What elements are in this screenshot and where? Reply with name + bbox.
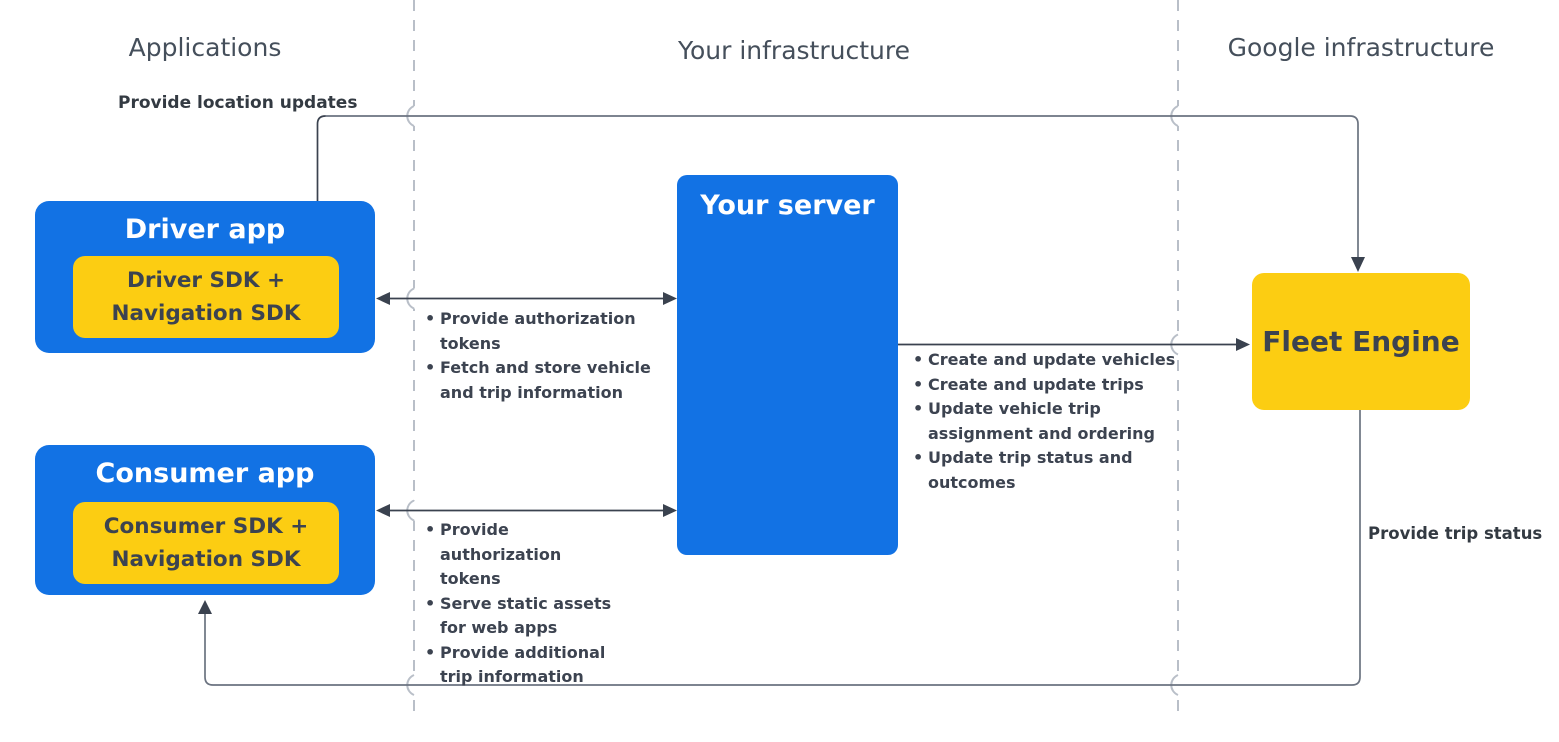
- bullet-item: Fetch and store vehicle and trip informa…: [425, 356, 653, 405]
- driver-sdk-node: Driver SDK + Navigation SDK: [73, 256, 339, 338]
- consumer-app-title: Consumer app: [95, 458, 315, 489]
- edge-server-fleet: [898, 338, 1250, 351]
- label-provide-trip-status: Provide trip status: [1368, 524, 1543, 543]
- edge-consumer-server: [376, 504, 677, 517]
- bullet-item: Update vehicle trip assignment and order…: [913, 397, 1181, 446]
- arrowhead-right-icon: [663, 292, 677, 305]
- driver-app-title: Driver app: [124, 214, 286, 245]
- column-header-applications: Applications: [128, 33, 282, 62]
- column-header-your-infrastructure: Your infrastructure: [678, 36, 910, 65]
- arrowhead-left-icon: [376, 292, 390, 305]
- bullet-item: Provide authorization tokens: [425, 518, 621, 592]
- bullet-item: Update trip status and outcomes: [913, 446, 1181, 495]
- driver-sdk-label: Driver SDK + Navigation SDK: [111, 268, 301, 326]
- fleet-engine-title: Fleet Engine: [1262, 325, 1460, 358]
- fleet-engine-node: Fleet Engine: [1252, 273, 1470, 410]
- consumer-server-bullet-list: Provide authorization tokensServe static…: [425, 518, 621, 690]
- your-server-title: Your server: [700, 190, 875, 221]
- arrowhead-left-icon: [376, 504, 390, 517]
- driver-server-bullet-list: Provide authorization tokensFetch and st…: [425, 307, 653, 405]
- driver-app-node: Driver app Driver SDK + Navigation SDK: [35, 201, 375, 353]
- bullet-item: Create and update vehicles: [913, 348, 1181, 373]
- edge-driver-server: [376, 292, 677, 305]
- label-provide-location-updates: Provide location updates: [118, 93, 358, 113]
- consumer-sdk-label: Consumer SDK + Navigation SDK: [103, 514, 309, 572]
- arrowhead-right-icon: [1236, 338, 1250, 351]
- column-header-google-infrastructure: Google infrastructure: [1227, 33, 1495, 62]
- arrowhead-down-icon: [1351, 257, 1365, 272]
- server-fleet-bullet-list: Create and update vehiclesCreate and upd…: [913, 348, 1181, 495]
- bullet-item: Serve static assets for web apps: [425, 592, 621, 641]
- edge-provide-location-updates: [316, 115, 1365, 272]
- arrowhead-up-icon: [198, 600, 212, 614]
- consumer-sdk-node: Consumer SDK + Navigation SDK: [73, 502, 339, 584]
- consumer-app-node: Consumer app Consumer SDK + Navigation S…: [35, 445, 375, 595]
- arrowhead-right-icon: [663, 504, 677, 517]
- bullet-item: Provide authorization tokens: [425, 307, 653, 356]
- your-server-node: Your server: [677, 175, 898, 555]
- bullet-item: Provide additional trip information: [425, 641, 621, 690]
- edge-provide-trip-status: [198, 410, 1361, 686]
- bullet-item: Create and update trips: [913, 373, 1181, 398]
